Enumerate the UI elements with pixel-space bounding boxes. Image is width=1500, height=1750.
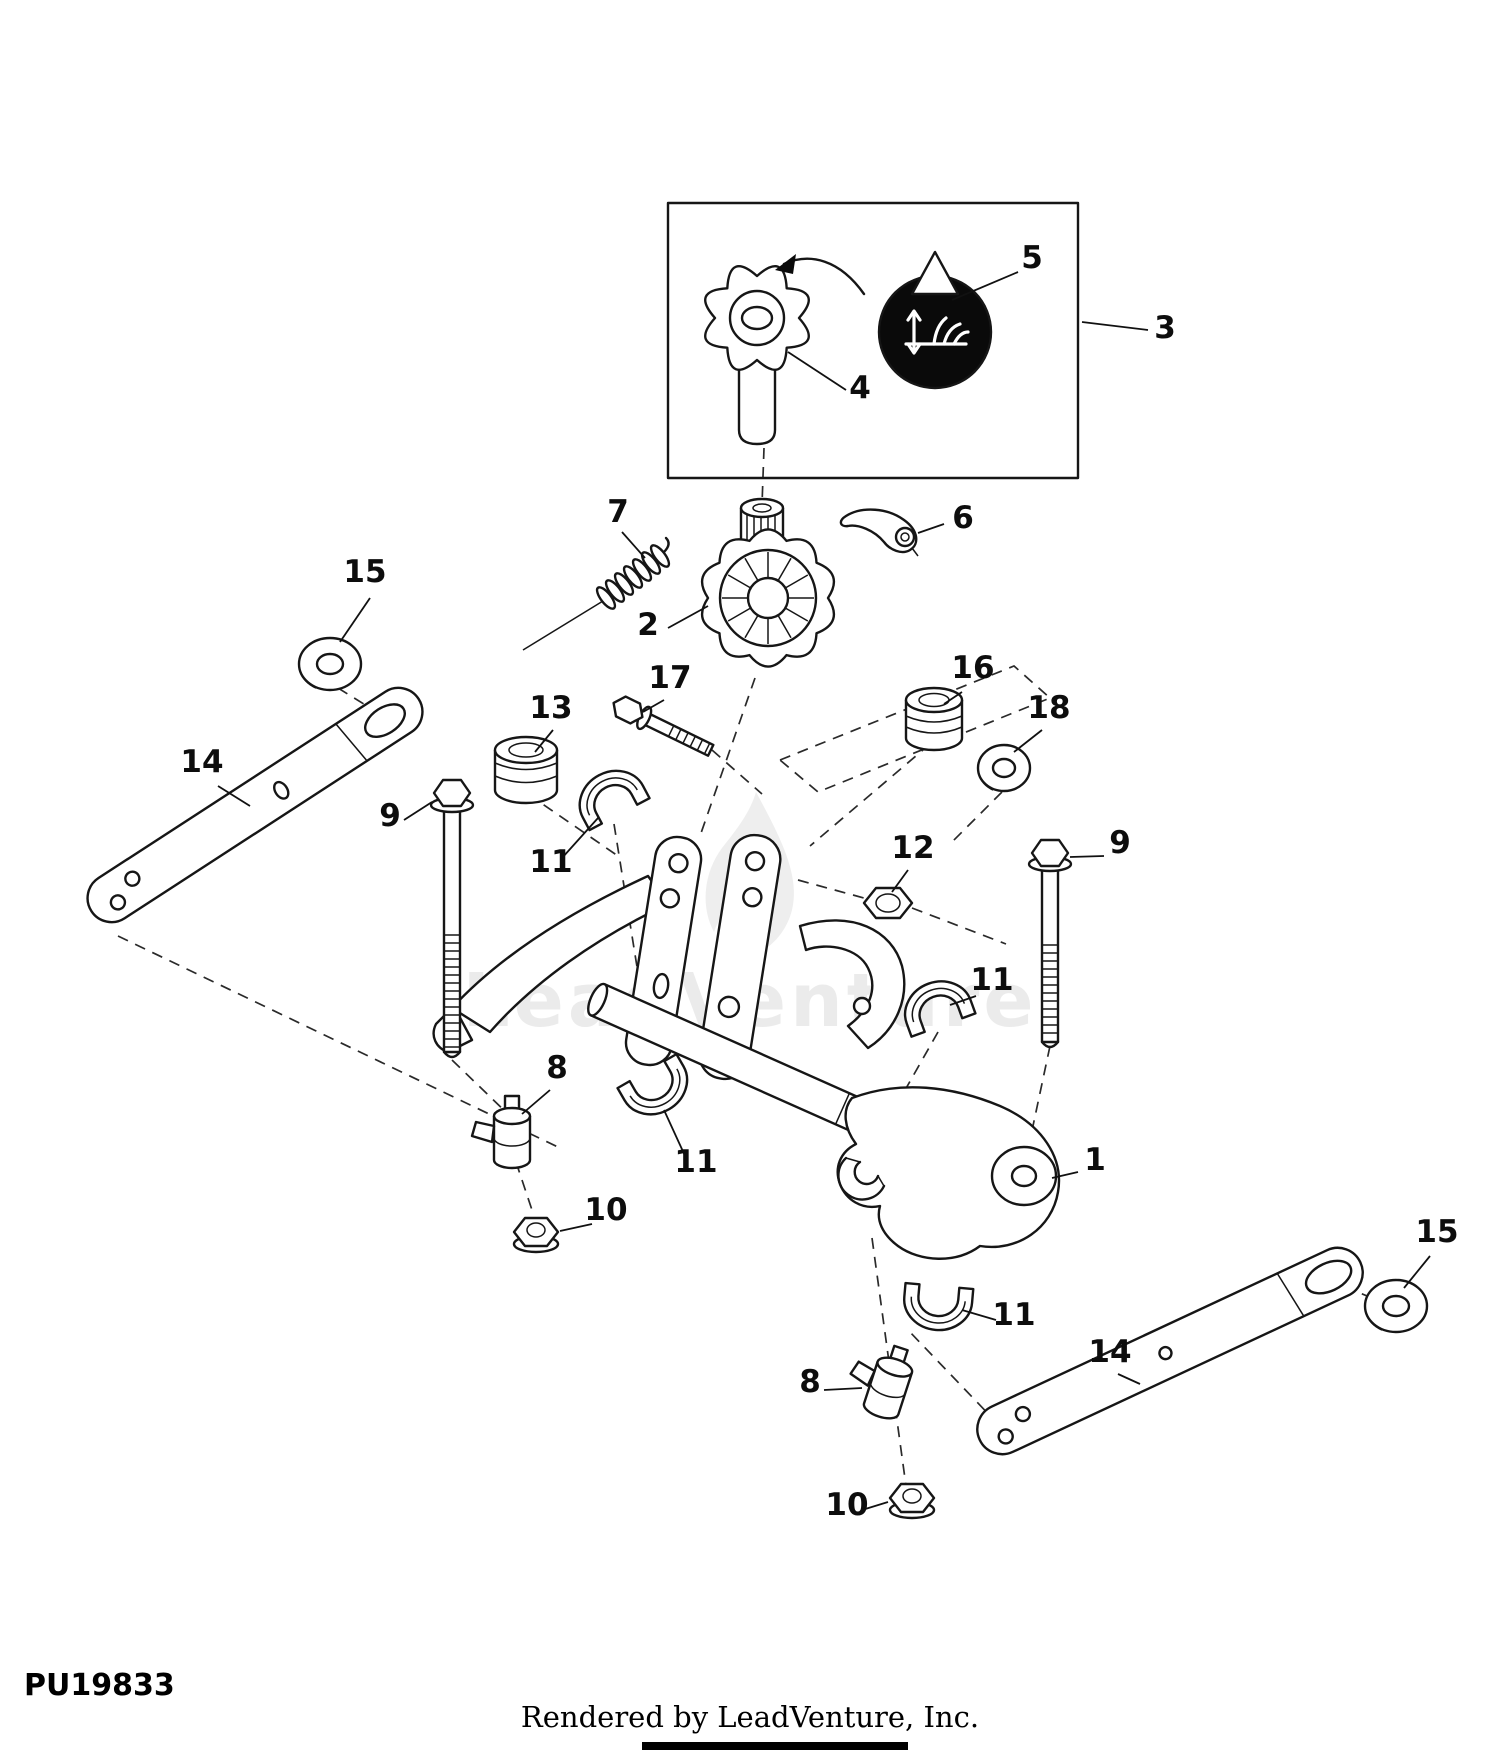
callout-label-9-a: 9 <box>379 798 401 834</box>
part-lift-arm-right-14 <box>976 1246 1364 1456</box>
callout-label-7: 7 <box>607 494 629 530</box>
callout-label-18: 18 <box>1027 690 1070 726</box>
part-bushing-16 <box>904 686 964 752</box>
main-frame-assembly <box>432 833 1061 1260</box>
inset-detail-box <box>666 201 1080 480</box>
callout-label-8-b: 8 <box>799 1364 821 1400</box>
leader-lines <box>217 271 1431 1511</box>
curved-arrow-icon <box>775 254 866 296</box>
part-knob-4 <box>704 265 810 446</box>
callout-label-10-a: 10 <box>584 1192 627 1228</box>
callout-label-14-b: 14 <box>1088 1334 1131 1370</box>
callout-label-10-b: 10 <box>825 1487 868 1523</box>
part-nut-10-bottom <box>888 1482 936 1520</box>
part-adjuster-gear-2 <box>700 497 836 668</box>
part-drawbar-hook-1 <box>836 1086 1061 1260</box>
part-lift-arm-left-14 <box>86 686 424 924</box>
callout-label-8-a: 8 <box>546 1050 568 1086</box>
part-clamp-11-upper <box>567 758 651 832</box>
part-bushing-15-left <box>297 636 363 692</box>
callout-label-3: 3 <box>1154 310 1176 346</box>
callout-label-11-b: 11 <box>970 962 1013 998</box>
part-clamp-11-bottom <box>900 1281 975 1335</box>
footer-underline <box>642 1742 908 1750</box>
part-lever-6 <box>839 508 919 557</box>
callout-label-4: 4 <box>849 370 871 406</box>
callout-label-17: 17 <box>648 660 691 696</box>
callout-label-12: 12 <box>891 830 934 866</box>
part-nut-12 <box>862 886 914 920</box>
callout-label-15-b: 15 <box>1415 1214 1458 1250</box>
part-bushing-15-right <box>1363 1278 1429 1334</box>
callout-label-1: 1 <box>1084 1142 1106 1178</box>
callout-label-9-b: 9 <box>1109 825 1131 861</box>
frame-curved-support <box>798 919 906 1050</box>
part-washer-18 <box>976 743 1032 793</box>
callout-label-15-a: 15 <box>343 554 386 590</box>
callout-label-2: 2 <box>637 607 659 643</box>
callout-label-6: 6 <box>952 500 974 536</box>
part-spring-7 <box>522 536 671 651</box>
part-bushing-13 <box>493 735 559 805</box>
callout-label-14-a: 14 <box>180 744 223 780</box>
callout-label-16: 16 <box>951 650 994 686</box>
rendered-by-text: Rendered by LeadVenture, Inc. <box>520 1700 980 1734</box>
callout-label-11-c: 11 <box>674 1144 717 1180</box>
cut-height-symbol-disc-5 <box>877 250 993 390</box>
callout-label-5: 5 <box>1021 240 1043 276</box>
part-bolt-9-right <box>1027 838 1073 1049</box>
callout-label-11-d: 11 <box>992 1297 1035 1333</box>
frame-plate-rear <box>698 833 782 1081</box>
part-bolt-9-left <box>429 778 475 1059</box>
callout-labels: 5 4 3 7 6 2 15 13 17 16 18 14 9 11 12 9 … <box>180 240 1458 1523</box>
part-bolt-17 <box>612 695 715 757</box>
part-spacer-8-bottom <box>839 1334 920 1424</box>
part-code: PU19833 <box>24 1668 175 1703</box>
part-nut-10-left <box>512 1216 560 1254</box>
callout-label-13: 13 <box>529 690 572 726</box>
part-clamp-11-lower-left <box>616 1052 700 1128</box>
callout-label-11-a: 11 <box>529 844 572 880</box>
